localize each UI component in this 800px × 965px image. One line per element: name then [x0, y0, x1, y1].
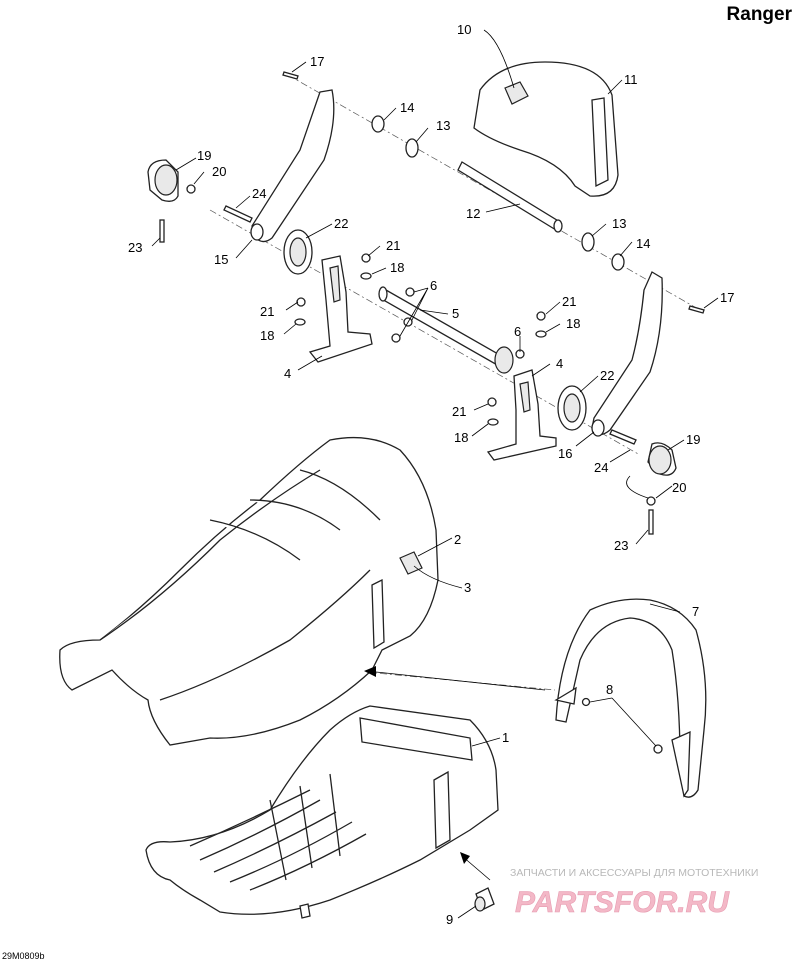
backrest-arm-right [591, 271, 663, 437]
nut-6c [391, 333, 401, 343]
spacer-14b [611, 253, 625, 271]
callout-22-right: 22 [600, 368, 614, 383]
rear-cowl [554, 598, 707, 798]
washer-13a [405, 138, 419, 158]
pin-24a [223, 205, 253, 223]
callout-11: 11 [624, 72, 638, 87]
callout-17-right: 17 [720, 290, 734, 305]
adjust-knob-left [147, 159, 179, 202]
callout-16: 16 [558, 446, 572, 461]
callout-17-top: 17 [310, 54, 324, 69]
backrest-pad [473, 61, 619, 197]
callout-labels: 10 11 17 14 13 19 20 24 23 15 22 21 18 1… [128, 22, 734, 927]
model-title: Ranger [726, 4, 792, 25]
watermark-subtitle: ЗАПЧАСТИ И АКСЕССУАРЫ ДЛЯ МОТОТЕХНИКИ [510, 867, 758, 879]
seat-direction-arrow [364, 666, 376, 677]
ratchet-disc-left [283, 229, 313, 275]
label-10-sticker [504, 81, 529, 105]
ratchet-disc-right [557, 385, 587, 431]
callout-21-b: 21 [562, 294, 576, 309]
washer-18c [535, 330, 547, 338]
nut-21b [296, 297, 306, 307]
callout-15: 15 [214, 252, 228, 267]
mount-bracket-right [486, 369, 557, 461]
spacer-14a [371, 115, 385, 133]
callout-24-left: 24 [252, 186, 266, 201]
callout-18-d: 18 [454, 430, 468, 445]
callout-3: 3 [464, 580, 471, 595]
seat-fastener-9 [474, 887, 495, 912]
callout-21-c: 21 [260, 304, 274, 319]
support-crossbar [378, 286, 514, 374]
callout-4-right: 4 [556, 356, 563, 371]
drawing-code: 29M0809b [2, 951, 45, 961]
callout-4-left: 4 [284, 366, 291, 381]
fastener-direction-arrow [460, 852, 470, 864]
callout-14-top: 14 [400, 100, 414, 115]
callout-13-right: 13 [612, 216, 626, 231]
callout-22-left: 22 [334, 216, 348, 231]
callout-2: 2 [454, 532, 461, 547]
fastener-8b [653, 744, 663, 754]
washer-18b [294, 318, 306, 326]
bolt-17a [282, 71, 299, 80]
callout-8: 8 [606, 682, 613, 697]
pin-24b [609, 429, 637, 445]
callout-5: 5 [452, 306, 459, 321]
callout-13-top: 13 [436, 118, 450, 133]
callout-20-left: 20 [212, 164, 226, 179]
seat-cover [59, 436, 439, 746]
callout-20-right: 20 [672, 480, 686, 495]
callout-21-a: 21 [386, 238, 400, 253]
nut-6a [405, 287, 415, 297]
backrest-shaft [457, 161, 563, 233]
callout-1: 1 [502, 730, 509, 745]
callout-19-right: 19 [686, 432, 700, 447]
watermark: ЗАПЧАСТИ И АКСЕССУАРЫ ДЛЯ МОТОТЕХНИКИ PA… [510, 867, 758, 919]
watermark-brand: PARTSFOR.RU [515, 886, 730, 919]
nut-20b [646, 496, 656, 506]
callout-6-top: 6 [430, 278, 437, 293]
callout-14-right: 14 [636, 236, 650, 251]
fastener-8a [581, 697, 591, 707]
callout-10: 10 [457, 22, 471, 37]
callout-18-b: 18 [566, 316, 580, 331]
callout-19-left: 19 [197, 148, 211, 163]
callout-21-d: 21 [452, 404, 466, 419]
bolt-17b [688, 305, 705, 314]
nut-20a [186, 184, 196, 194]
mount-bracket-left [308, 255, 373, 363]
adjust-knob-right [647, 442, 677, 476]
bolt-23a [159, 219, 165, 243]
callout-18-a: 18 [390, 260, 404, 275]
callout-24-right: 24 [594, 460, 608, 475]
callout-23-right: 23 [614, 538, 628, 553]
leader-lines [151, 29, 719, 919]
nut-21c [536, 311, 546, 321]
nut-21d [487, 397, 497, 407]
seat-base [145, 705, 499, 919]
callout-9: 9 [446, 912, 453, 927]
callout-23-left: 23 [128, 240, 142, 255]
washer-13b [581, 232, 595, 252]
backrest-arm-left [250, 89, 335, 243]
callout-12: 12 [466, 206, 480, 221]
callout-7: 7 [692, 604, 699, 619]
callout-18-c: 18 [260, 328, 274, 343]
bolt-23b [648, 509, 654, 535]
callout-6-right: 6 [514, 324, 521, 339]
upper-axis-line [287, 74, 701, 311]
washer-18a [360, 272, 372, 280]
washer-18d [487, 418, 499, 426]
